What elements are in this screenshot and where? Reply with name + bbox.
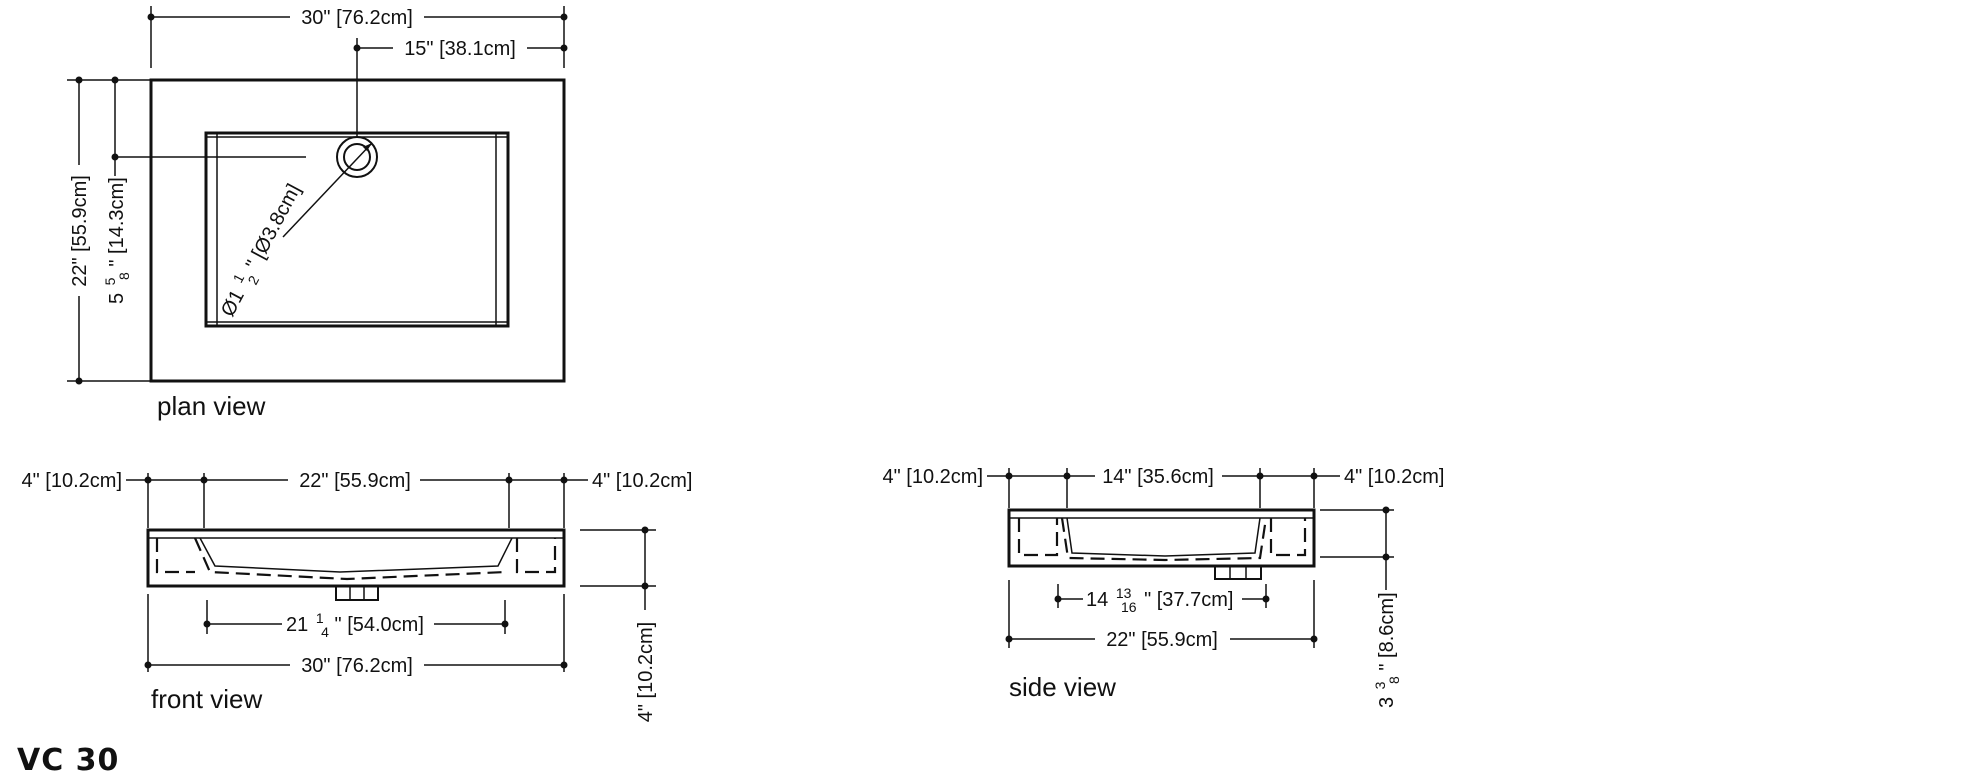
plan-drain-offset-label: 15" [38.1cm]: [404, 38, 516, 60]
front-basin-bottom-line: [199, 537, 513, 573]
front-bottom-width-int: 21: [286, 614, 308, 636]
plan-drain-diameter-unit: " [Ø3.8cm]: [242, 180, 305, 273]
svg-text:5 5 8: 5 5 8 " [14.3cm]: [98, 177, 134, 304]
side-tick-4: [1310, 472, 1318, 480]
plan-drain-diameter-leader: [282, 142, 373, 238]
front-left-deck-hidden: [155, 538, 195, 574]
front-height-tick-bottom: [641, 582, 649, 590]
front-basin-hidden-profile: [193, 537, 507, 581]
side-drain-stub: [1214, 565, 1262, 580]
plan-drain-diameter-den: 2: [244, 273, 262, 288]
side-tick-3: [1256, 472, 1264, 480]
side-overall-tick-left: [1005, 635, 1013, 643]
plan-drain-from-back-num: 5: [102, 277, 118, 285]
front-view: 4" [10.2cm] 22" [55.9cm] 4" [10.2cm] 21 …: [22, 470, 693, 722]
side-outer-outline: [1007, 508, 1316, 568]
side-left-deck-label: 4" [10.2cm]: [883, 466, 983, 488]
side-left-deck-hidden: [1017, 518, 1059, 557]
front-drain-stub: [335, 585, 379, 601]
plan-drain-from-back-int: 5: [106, 293, 128, 304]
model-name: VC 30: [17, 743, 119, 777]
front-bottom-width-unit: " [54.0cm]: [335, 614, 424, 636]
front-bottom-width-den: 4: [321, 624, 329, 640]
plan-offset-tick-left: [353, 44, 361, 52]
side-overall-depth-label: 22" [55.9cm]: [1106, 629, 1218, 651]
front-view-label: front view: [151, 684, 262, 714]
front-right-deck-label: 4" [10.2cm]: [592, 470, 692, 492]
side-height-tick-bottom: [1382, 553, 1390, 561]
plan-width-tick-left: [147, 13, 155, 21]
plan-depth-tick-top: [75, 76, 83, 84]
front-height-tick-top: [641, 526, 649, 534]
side-bottom-depth-num: 13: [1116, 585, 1132, 601]
plan-drain-from-back-unit: " [14.3cm]: [106, 177, 128, 266]
side-bottom-depth-unit: " [37.7cm]: [1144, 589, 1233, 611]
front-bottom-width-num: 1: [316, 610, 324, 626]
plan-drain-arrowhead: [363, 143, 372, 151]
side-bottom-tick-right: [1262, 595, 1270, 603]
side-height-unit: " [8.6cm]: [1376, 592, 1398, 670]
side-view-label: side view: [1009, 672, 1116, 702]
plan-drain-inner: [343, 143, 371, 171]
svg-text:Ø1 1 2: Ø1 1 2 " [Ø3.8cm]: [210, 177, 311, 323]
plan-basin-outline: [204, 131, 510, 328]
side-basin-depth-label: 14" [35.6cm]: [1102, 466, 1214, 488]
side-overall-tick-right: [1310, 635, 1318, 643]
plan-drain-depth-tick-top: [111, 76, 119, 84]
side-height-tick-top: [1382, 506, 1390, 514]
plan-drain-from-back-label: 5 5 8 " [14.3cm]: [98, 177, 134, 304]
front-right-deck-hidden: [515, 538, 557, 574]
front-height-label: 4" [10.2cm]: [635, 622, 657, 722]
plan-view-label: plan view: [157, 391, 266, 421]
front-overall-width-label: 30" [76.2cm]: [301, 655, 413, 677]
front-overall-tick-right: [560, 661, 568, 669]
front-tick-4: [560, 476, 568, 484]
front-tick-2: [200, 476, 208, 484]
plan-width-label: 30" [76.2cm]: [301, 7, 413, 29]
side-view: 4" [10.2cm] 14" [35.6cm] 4" [10.2cm] 14 …: [883, 466, 1445, 708]
plan-depth-label: 22" [55.9cm]: [69, 175, 91, 287]
side-height-int: 3: [1376, 697, 1398, 708]
plan-width-tick-right: [560, 13, 568, 21]
side-tick-1: [1005, 472, 1013, 480]
plan-view: 30" [76.2cm] 15" [38.1cm] 22" [55.9cm] 5…: [67, 6, 568, 421]
side-height-num: 3: [1372, 681, 1388, 689]
plan-drain-diameter-label: Ø1 1 2 " [Ø3.8cm]: [210, 177, 311, 323]
plan-offset-tick-right: [560, 44, 568, 52]
plan-drain-from-back-den: 8: [116, 272, 132, 280]
front-bottom-tick-left: [203, 620, 211, 628]
side-right-deck-hidden: [1269, 518, 1307, 557]
front-bottom-width-label: 21 1 4 " [54.0cm]: [286, 606, 424, 642]
side-basin-hidden-profile: [1060, 517, 1268, 562]
side-height-label: 3 3 8 " [8.6cm]: [1368, 592, 1404, 708]
front-tick-3: [505, 476, 513, 484]
front-tick-1: [144, 476, 152, 484]
svg-text:3 3 8: 3 3 8 " [8.6cm]: [1368, 592, 1404, 708]
front-basin-width-label: 22" [55.9cm]: [299, 470, 411, 492]
side-right-deck-label: 4" [10.2cm]: [1344, 466, 1444, 488]
side-tick-2: [1063, 472, 1071, 480]
front-overall-tick-left: [144, 661, 152, 669]
plan-drain-diameter-prefix: Ø1: [217, 286, 249, 320]
side-bottom-depth-den: 16: [1121, 599, 1137, 615]
side-bottom-depth-label: 14 13 16 " [37.7cm]: [1086, 581, 1233, 617]
side-basin-bottom-line: [1066, 517, 1261, 557]
side-bottom-tick-left: [1054, 595, 1062, 603]
front-bottom-tick-right: [501, 620, 509, 628]
side-bottom-depth-int: 14: [1086, 589, 1108, 611]
plan-depth-tick-bottom: [75, 377, 83, 385]
side-height-den: 8: [1386, 676, 1402, 684]
front-left-deck-label: 4" [10.2cm]: [22, 470, 122, 492]
